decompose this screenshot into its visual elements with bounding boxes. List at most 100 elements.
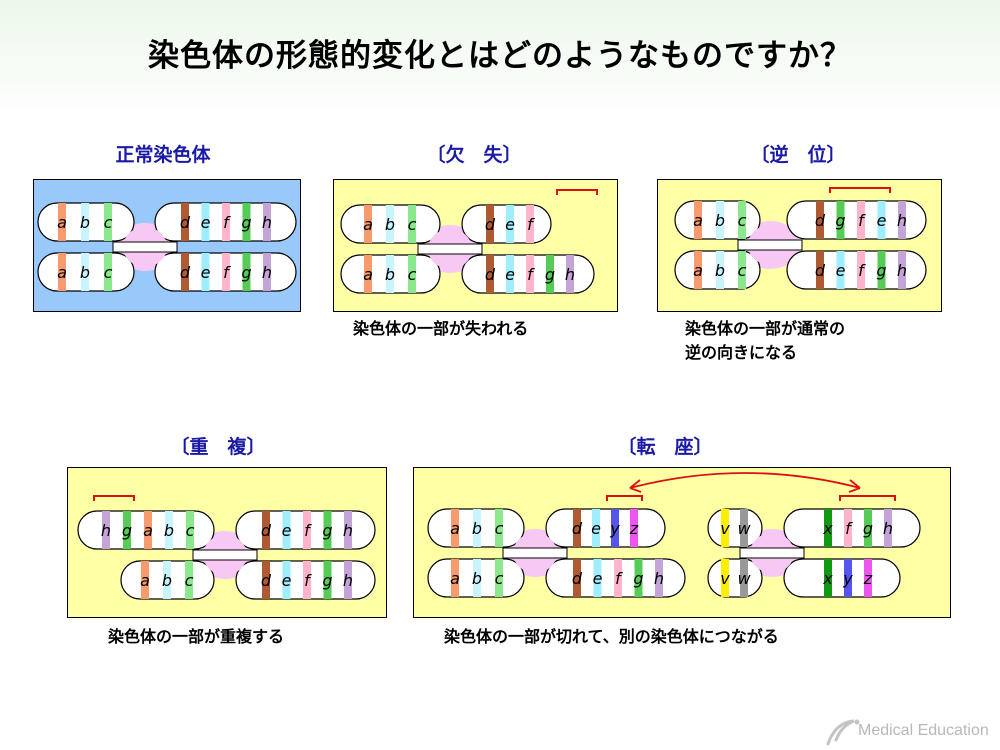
normal-chromosome-top-right-label-d: d: [180, 213, 191, 232]
translocation-chromosome-1-top-right-band-d: [573, 509, 581, 547]
duplication-marker: [93, 495, 135, 501]
translocation-chromosome-1-bottom-right-label-h: h: [654, 569, 664, 588]
translocation-chromosome-1-bottom-left-band-c: [495, 559, 503, 597]
translocation-chromosome-1-top-left-band-c: [495, 509, 503, 547]
duplication-chromosome-bottom-right-band-d: [262, 561, 270, 599]
normal-chromosome-bottom-right-label-e: e: [201, 263, 211, 282]
translocation-marker-right: [839, 495, 896, 501]
caption-inversion-line-2: 逆の向きになる: [685, 343, 798, 362]
duplication-chromosome-bottom-left-label-c: c: [185, 571, 194, 590]
translocation-chromosome-2-top-right-band-g: [864, 509, 872, 547]
duplication-chromosome-bottom-right-label-g: g: [322, 571, 332, 590]
inversion-chromosome-bottom-left-label-a: a: [693, 261, 703, 280]
duplication-chromosome-top-left-label-b: b: [164, 521, 174, 540]
panel-title-normal: 正常染色体: [115, 144, 211, 166]
translocation-chromosome-1-top-right-label-y: y: [609, 519, 620, 538]
deletion-chromosome-bottom-left-band-c: [408, 255, 416, 293]
translocation-marker-left: [606, 495, 643, 501]
normal-chromosome-top-right-band-e: [201, 203, 210, 241]
normal-chromosome-bottom-right-band-g: [242, 253, 251, 291]
deletion-marker: [556, 189, 598, 195]
translocation-chromosome-2-top-left-band-v: [721, 509, 729, 547]
deletion-chromosome-bottom-right-band-h: [566, 255, 574, 293]
duplication-chromosome-top-right-band-g: [323, 511, 332, 549]
caption-translocation: 染色体の一部が切れて、別の染色体につながる: [444, 627, 779, 646]
duplication-chromosome-top-left-label-g: g: [122, 521, 132, 540]
inversion-chromosome-top-right-label-f: f: [858, 211, 866, 230]
normal-chromosome-bottom-right-band-f: [222, 253, 230, 291]
deletion-chromosome-top-right-label-d: d: [485, 215, 496, 234]
inversion-chromosome-top-left-band-c: [738, 201, 746, 239]
translocation-chromosome-1-top-right-arm: [545, 508, 666, 548]
duplication-chromosome-top-left-band-c: [186, 511, 194, 549]
translocation-chromosome-1-bottom-left-label-c: c: [495, 569, 504, 588]
translocation-chromosome-2-bottom-right-arm: [783, 558, 901, 598]
deletion-chromosome-top-right-band-e: [506, 205, 514, 243]
duplication-chromosome-top-left-label-c: c: [186, 521, 195, 540]
translocation-arrowhead-right: [848, 479, 861, 493]
duplication-chromosome-bottom-right-band-f: [303, 561, 311, 599]
translocation-chromosome-2-bottom-right-band-z: [864, 559, 872, 597]
normal-chromosome-bottom-left-band-b: [81, 253, 89, 291]
translocation-chromosome-1-top-left-band-a: [451, 509, 459, 547]
caption-deletion: 染色体の一部が失われる: [353, 319, 529, 338]
inversion-chromosome-bottom-left-band-a: [694, 251, 702, 289]
inversion-chromosome-bottom-left-band-c: [738, 251, 746, 289]
normal-chromosome-top-right-band-d: [181, 203, 189, 241]
translocation-chromosome-2-bottom-left-label-v: v: [720, 569, 730, 588]
translocation-chromosome-1-bottom-right-label-f: f: [615, 569, 623, 588]
normal-chromosome-chromatid-gap: [112, 241, 178, 253]
deletion-chromosome-top-left-band-a: [364, 205, 372, 243]
normal-chromosome-bottom-left-label-b: b: [80, 263, 90, 282]
translocation-chromosome-1-top-right-band-y: [611, 509, 619, 547]
translocation-chromosome-1-top-right-label-e: e: [591, 519, 601, 538]
normal-chromosome-bottom-right-band-h: [263, 253, 271, 291]
duplication-chromosome-bottom-left-label-b: b: [162, 571, 172, 590]
inversion-chromosome-top-left-band-a: [694, 201, 702, 239]
deletion-chromosome-top-left-band-c: [408, 205, 416, 243]
inversion-chromosome-bottom-right-band-d: [816, 251, 824, 289]
normal-chromosome-bottom-right-band-e: [201, 253, 210, 291]
duplication-chromosome-bottom-right-label-e: e: [282, 571, 292, 590]
inversion-chromosome-bottom-right-band-g: [877, 251, 886, 289]
normal-chromosome-top-right-label-e: e: [201, 213, 211, 232]
normal-chromosome-bottom-left-label-c: c: [104, 263, 113, 282]
translocation-chromosome-2-top-right-band-x: [824, 509, 832, 547]
inversion-chromosome-top-right-label-h: h: [897, 211, 907, 230]
caption-duplication: 染色体の一部が重複する: [108, 627, 285, 646]
translocation-chromosome-2-bottom-left-band-v: [721, 559, 729, 597]
normal-chromosome-top-left-band-b: [81, 203, 89, 241]
translocation-chromosome-2-top-right-band-f: [844, 509, 852, 547]
deletion-chromosome-bottom-left-label-a: a: [363, 265, 373, 284]
inversion-chromosome-bottom-right-label-f: f: [858, 261, 866, 280]
deletion-chromosome-top-left-label-c: c: [408, 215, 417, 234]
inversion-chromosome-top-right-band-f: [857, 201, 865, 239]
translocation-chromosome-2-top-left-arm: [707, 508, 763, 548]
normal-chromosome-top-right-label-g: g: [241, 213, 251, 232]
translocation-chromosome-1-top-left-label-b: b: [472, 519, 482, 538]
deletion-chromosome-bottom-right-band-g: [546, 255, 554, 293]
inversion-chromosome-chromatid-gap: [737, 239, 803, 251]
deletion-chromosome-top-right-label-e: e: [505, 215, 515, 234]
translocation-chromosome-2-top-left-label-v: v: [720, 519, 730, 538]
translocation-chromosome-1-bottom-right-label-g: g: [633, 569, 643, 588]
inversion-chromosome-bottom-left-band-b: [716, 251, 724, 289]
duplication-chromosome-bottom-left-band-c: [185, 561, 193, 599]
inversion-chromosome-bottom-right-band-e: [836, 251, 845, 289]
translocation-chromosome-1-top-left-band-b: [473, 509, 481, 547]
duplication-chromosome-top-left-band-h: [102, 511, 110, 549]
duplication-chromosome-bottom-right-label-h: h: [343, 571, 353, 590]
normal-chromosome-bottom-right-label-g: g: [241, 263, 251, 282]
inversion-chromosome-bottom-right-label-g: g: [876, 261, 886, 280]
translocation-chromosome-2-bottom-right-label-y: y: [842, 569, 853, 588]
normal-chromosome-bottom-right-label-d: d: [180, 263, 191, 282]
deletion-chromosome-bottom-right-label-h: h: [565, 265, 575, 284]
inversion-chromosome-top-left-band-b: [716, 201, 724, 239]
duplication-chromosome-top-left-label-h: h: [101, 521, 111, 540]
duplication-chromosome-bottom-left-band-b: [163, 561, 171, 599]
duplication-chromosome-bottom-left-label-a: a: [140, 571, 150, 590]
duplication-chromosome-top-left-band-a: [144, 511, 152, 549]
translocation-chromosome-2-top-right-label-h: h: [883, 519, 893, 538]
duplication-chromosome-bottom-right-band-e: [282, 561, 291, 599]
page-title: 染色体の形態的変化とはどのようなものですか？: [148, 38, 852, 74]
